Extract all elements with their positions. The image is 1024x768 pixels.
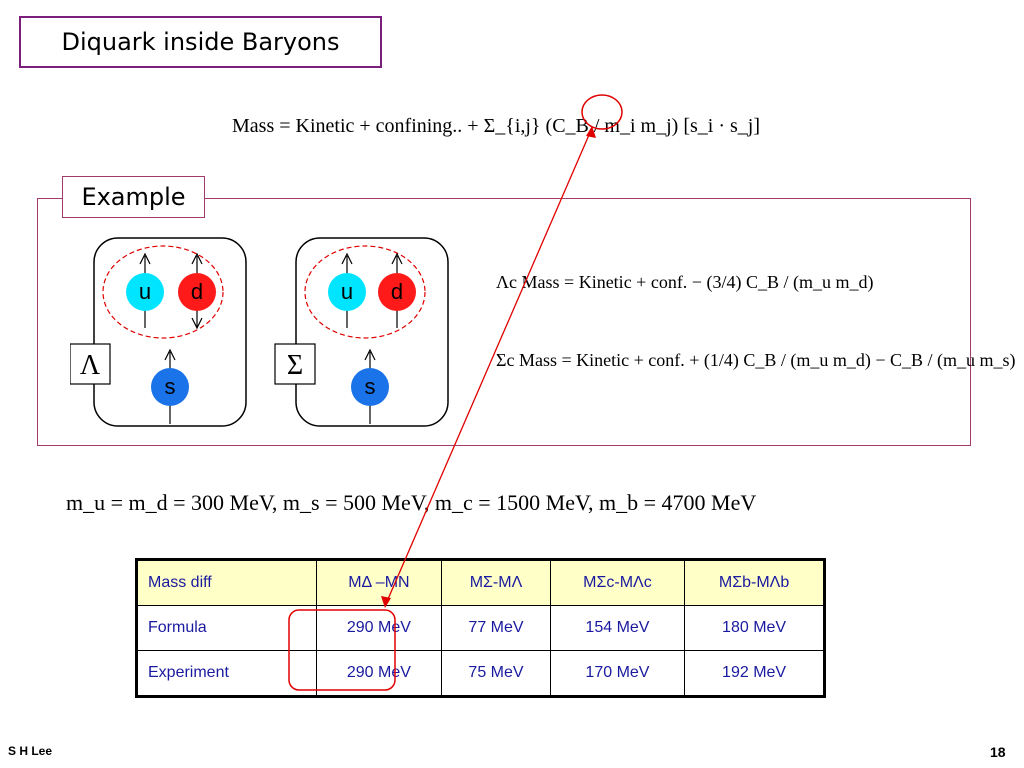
table-cell: 75 MeV — [441, 650, 551, 697]
table-header-cell: MΣc-MΛc — [549, 559, 686, 606]
footer-author: S H Lee — [8, 744, 53, 758]
table-cell: Experiment — [136, 650, 317, 697]
table-cell: 154 MeV — [549, 605, 686, 651]
main-mass-formula: Mass = Kinetic + confining.. + Σ_{i,j} (… — [232, 115, 760, 137]
sigma-baryon-diagram: u d s Σ — [274, 237, 449, 427]
u-quark — [126, 273, 164, 311]
page-number: 18 — [990, 744, 1006, 760]
sigma-c-formula: Σc Mass = Kinetic + conf. + (1/4) C_B / … — [496, 350, 1016, 370]
table-row: Experiment 290 MeV 75 MeV 170 MeV 192 Me… — [136, 650, 825, 697]
d-quark — [178, 273, 216, 311]
d-quark-label: d — [191, 279, 203, 304]
table-cell: 290 MeV — [315, 605, 443, 651]
u-quark-label: u — [139, 279, 151, 304]
table-header-cell: MΣb-MΛb — [684, 559, 825, 606]
table-header-row: Mass diff MΔ –MN MΣ-MΛ MΣc-MΛc MΣb-MΛb — [136, 559, 825, 606]
sigma-symbol: Σ — [287, 350, 303, 381]
table-cell: 192 MeV — [684, 650, 825, 697]
example-label: Example — [62, 176, 205, 218]
table-cell: Formula — [136, 605, 317, 651]
s-quark — [351, 368, 389, 406]
table-cell: 170 MeV — [549, 650, 686, 697]
mass-diff-table: Mass diff MΔ –MN MΣ-MΛ MΣc-MΛc MΣb-MΛb F… — [135, 558, 826, 698]
u-quark — [328, 273, 366, 311]
table-header-cell: Mass diff — [136, 559, 317, 606]
table-header-cell: MΔ –MN — [315, 559, 443, 606]
s-quark-label: s — [365, 374, 376, 399]
table-cell: 77 MeV — [441, 605, 551, 651]
s-quark-label: s — [165, 374, 176, 399]
lambda-symbol: Λ — [80, 350, 101, 381]
s-quark — [151, 368, 189, 406]
quark-masses-line: m_u = m_d = 300 MeV, m_s = 500 MeV, m_c … — [66, 490, 757, 515]
slide-title: Diquark inside Baryons — [19, 16, 382, 68]
u-quark-label: u — [341, 279, 353, 304]
lambda-c-formula: Λc Mass = Kinetic + conf. − (3/4) C_B / … — [496, 272, 874, 292]
table-cell: 290 MeV — [315, 650, 443, 697]
table-row: Formula 290 MeV 77 MeV 154 MeV 180 MeV — [136, 605, 825, 651]
d-quark-label: d — [391, 279, 403, 304]
table-header-cell: MΣ-MΛ — [441, 559, 551, 606]
lambda-baryon-diagram: u d s Λ — [70, 237, 247, 427]
table-cell: 180 MeV — [684, 605, 825, 651]
